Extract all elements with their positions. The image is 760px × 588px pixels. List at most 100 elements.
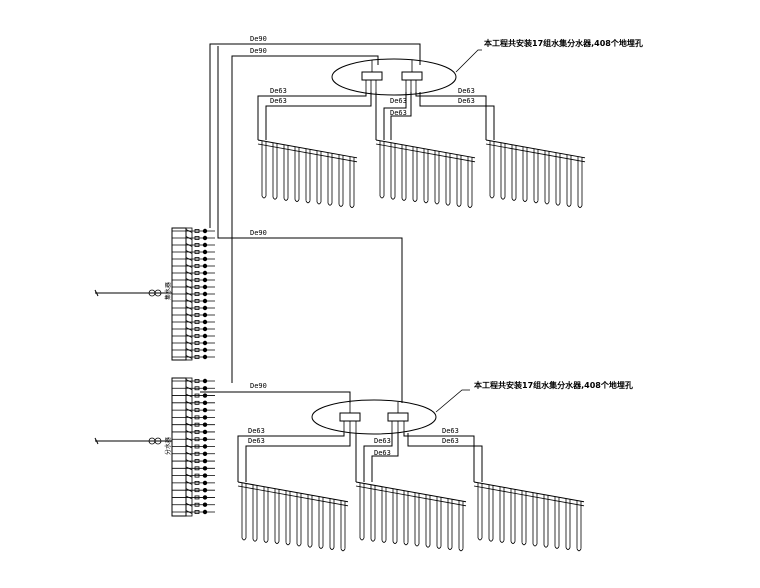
valve-row xyxy=(172,256,215,262)
u-tube xyxy=(533,148,539,204)
u-tube xyxy=(544,150,550,205)
valve-row xyxy=(172,305,215,311)
valve-row xyxy=(172,429,215,435)
u-tube xyxy=(274,488,280,544)
pipe-label-de63-l2: De63 xyxy=(248,437,265,445)
lower-manifold-group xyxy=(311,389,470,435)
valve-row xyxy=(172,263,215,269)
pipe-label-de63-u6: De63 xyxy=(458,97,475,105)
valve-row xyxy=(172,298,215,304)
upper-distributor xyxy=(401,71,423,81)
valve-row xyxy=(172,326,215,332)
valve-row xyxy=(172,235,215,241)
u-tube xyxy=(305,148,311,204)
u-tube xyxy=(577,156,583,208)
pipe-label-de90-c: De90 xyxy=(250,229,267,237)
pipe-label-de63-u2: De63 xyxy=(270,97,287,105)
pipe-label-de63-l1: De63 xyxy=(248,427,265,435)
u-tube xyxy=(447,498,453,550)
valve-row xyxy=(172,502,215,507)
valve-row xyxy=(172,495,215,500)
pipe-label-de90-a: De90 xyxy=(250,35,267,43)
u-tube xyxy=(566,154,572,207)
valve-row xyxy=(172,277,215,283)
u-tube xyxy=(522,146,528,202)
u-tube xyxy=(500,142,506,200)
borehole-array-lower-right xyxy=(473,481,585,552)
u-tube xyxy=(555,152,561,206)
pipe-label-de63-u1: De63 xyxy=(270,87,287,95)
u-tube xyxy=(565,498,571,550)
u-tube xyxy=(370,484,376,542)
lower-note: 本工程共安装17组水集分水器,408个地埋孔 xyxy=(473,380,633,390)
u-tube xyxy=(261,140,267,199)
u-tube xyxy=(390,142,396,200)
lower-panel-valve-rows xyxy=(172,378,215,515)
valve-row xyxy=(172,473,215,478)
valve-row xyxy=(172,333,215,339)
u-tube xyxy=(252,484,258,542)
valve-row xyxy=(172,393,215,398)
upper-collector xyxy=(361,71,383,81)
u-tube xyxy=(467,156,473,208)
u-tube xyxy=(488,484,494,542)
lower-branch-pipes xyxy=(237,433,483,482)
lower-collector xyxy=(339,412,361,422)
u-tube xyxy=(241,482,247,541)
pipe-label-de63-l5: De63 xyxy=(442,427,459,435)
u-tube xyxy=(283,144,289,201)
u-tube xyxy=(401,144,407,201)
pipe-label-de63-u5: De63 xyxy=(458,87,475,95)
valve-row xyxy=(172,509,215,515)
borehole-array-upper-middle xyxy=(375,139,476,208)
valve-row xyxy=(172,291,215,297)
lower-distributor xyxy=(387,412,409,422)
u-tube xyxy=(412,146,418,202)
borehole-array-upper-right xyxy=(485,139,586,208)
valve-row xyxy=(172,437,215,442)
u-tube xyxy=(510,488,516,544)
pipe-label-de63-l3: De63 xyxy=(374,437,391,445)
u-tube xyxy=(381,486,387,543)
lower-panel-label: 分水器 xyxy=(164,437,172,455)
upper-panel-valve-rows xyxy=(172,228,215,360)
main-risers xyxy=(200,43,421,403)
u-tube xyxy=(307,494,313,548)
u-tube xyxy=(414,492,420,547)
valve-row xyxy=(172,487,215,493)
u-tube xyxy=(499,486,505,543)
valve-row xyxy=(172,340,215,346)
u-tube xyxy=(521,490,527,546)
u-tube xyxy=(359,482,365,541)
valve-row xyxy=(172,312,215,318)
u-tube xyxy=(294,146,300,202)
borehole-array-upper-left xyxy=(257,139,358,208)
u-tube xyxy=(477,482,483,541)
valve-row xyxy=(172,400,215,406)
lower-inlet-line xyxy=(94,437,172,445)
pipe-label-de90-d: De90 xyxy=(250,382,267,390)
upper-branch-pipes xyxy=(257,92,495,140)
u-tube xyxy=(340,500,346,552)
u-tube xyxy=(489,140,495,199)
u-tube xyxy=(316,150,322,205)
borehole-array-lower-middle xyxy=(355,481,467,552)
u-tube xyxy=(327,152,333,206)
lower-distribution-panel: 分水器 xyxy=(164,377,193,517)
valve-row xyxy=(172,242,215,248)
pipe-label-de63-l4: De63 xyxy=(374,449,391,457)
u-tube xyxy=(434,150,440,205)
u-tube xyxy=(318,496,324,549)
u-tube xyxy=(392,488,398,544)
u-tube xyxy=(532,492,538,547)
pipe-label-de63-u4: De63 xyxy=(390,109,407,117)
u-tube xyxy=(403,490,409,546)
u-tube xyxy=(554,496,560,549)
u-tube xyxy=(338,154,344,207)
valve-row xyxy=(172,347,215,353)
u-tube xyxy=(379,140,385,199)
upper-panel-label: 集水器 xyxy=(164,282,172,300)
u-tube xyxy=(445,152,451,206)
valve-row xyxy=(172,386,215,391)
